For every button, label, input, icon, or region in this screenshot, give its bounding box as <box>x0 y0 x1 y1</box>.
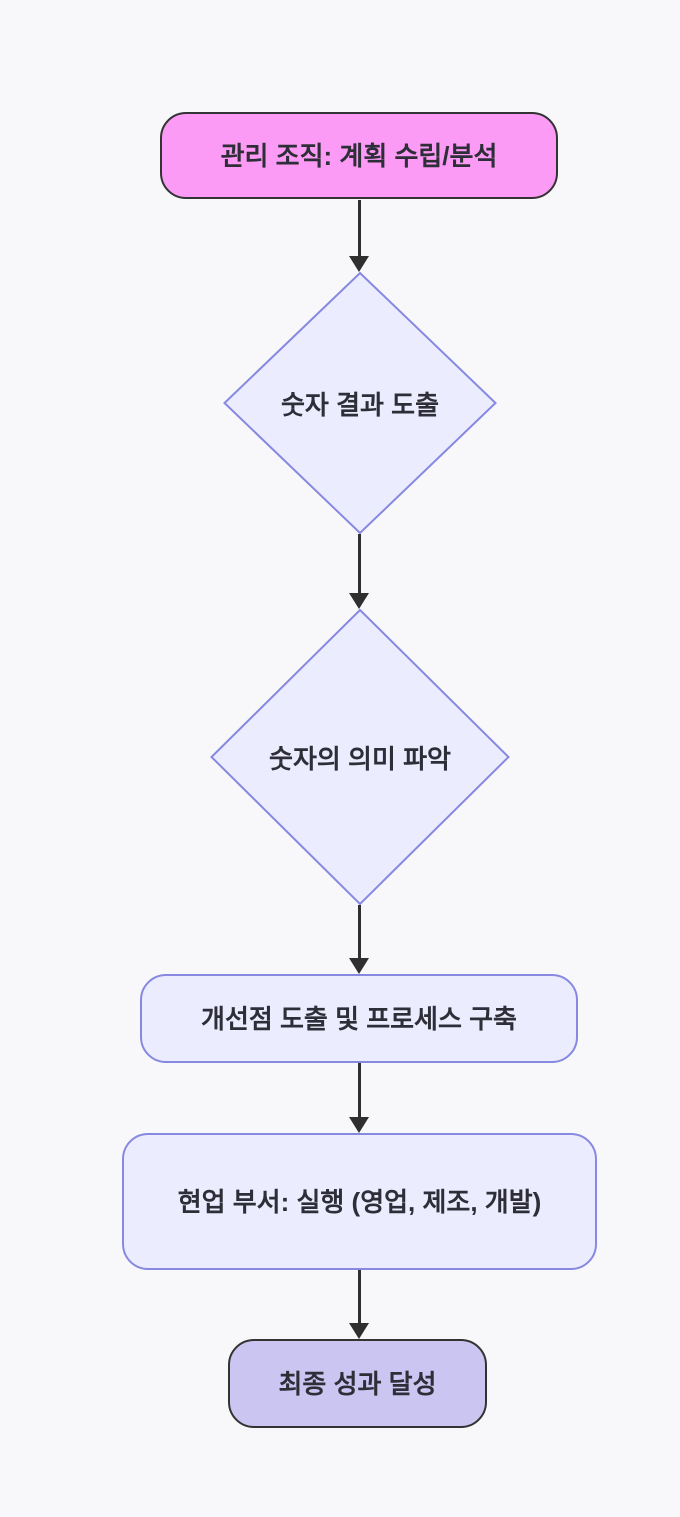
diamond-label: 숫자 결과 도출 <box>281 389 439 420</box>
arrowhead-icon <box>349 256 369 272</box>
edge-execution-to-final <box>358 1270 361 1325</box>
node-meaning: 숫자의 의미 파악 <box>210 609 510 905</box>
arrowhead-icon <box>349 1117 369 1133</box>
edge-plan-to-numeric <box>358 200 361 258</box>
diamond-shape <box>223 272 497 534</box>
node-plan: 관리 조직: 계획 수립/분석 <box>160 112 558 199</box>
edge-improvement-to-execution <box>358 1063 361 1119</box>
edge-meaning-to-improvement <box>358 905 361 960</box>
arrowhead-icon <box>349 1323 369 1339</box>
diamond-shape <box>210 609 510 905</box>
node-execution: 현업 부서: 실행 (영업, 제조, 개발) <box>122 1133 597 1270</box>
node-numeric-result: 숫자 결과 도출 <box>223 272 497 534</box>
edge-numeric-to-meaning <box>358 534 361 595</box>
node-final: 최종 성과 달성 <box>228 1339 487 1428</box>
diamond-label: 숫자의 의미 파악 <box>269 743 451 774</box>
arrowhead-icon <box>349 593 369 609</box>
node-improvement: 개선점 도출 및 프로세스 구축 <box>140 974 578 1063</box>
arrowhead-icon <box>349 958 369 974</box>
